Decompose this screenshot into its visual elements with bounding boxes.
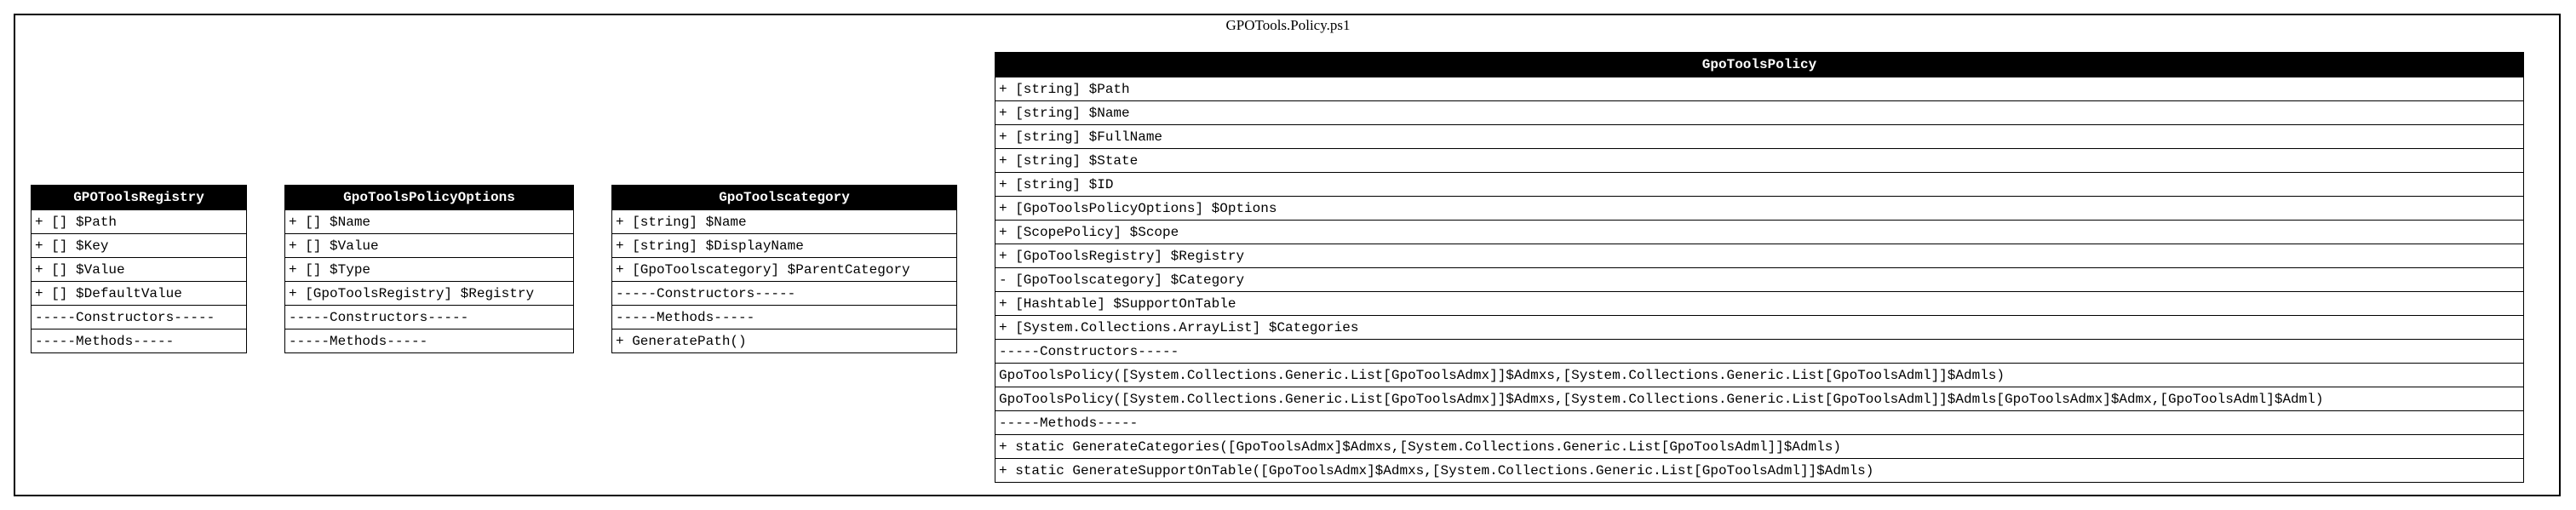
class-member: + [string] $Path bbox=[995, 77, 2523, 100]
class-separator: -----Constructors----- bbox=[285, 305, 573, 329]
class-separator: -----Constructors----- bbox=[995, 339, 2523, 363]
class-separator: -----Methods----- bbox=[285, 329, 573, 352]
class-box-gpotoolspolicy: GpoToolsPolicy + [string] $Path + [strin… bbox=[995, 52, 2524, 483]
class-separator: -----Constructors----- bbox=[32, 305, 246, 329]
class-constructor: GpoToolsPolicy([System.Collections.Gener… bbox=[995, 363, 2523, 387]
class-member: + [] $Value bbox=[32, 257, 246, 281]
class-member: + GeneratePath() bbox=[612, 329, 956, 352]
class-box-gpotoolscategory: GpoToolscategory + [string] $Name + [str… bbox=[611, 185, 957, 353]
class-member: + [] $Key bbox=[32, 233, 246, 257]
diagram-frame bbox=[14, 14, 2561, 496]
class-member: + [] $DefaultValue bbox=[32, 281, 246, 305]
class-box-gpotoolspolicyoptions: GpoToolsPolicyOptions + [] $Name + [] $V… bbox=[284, 185, 574, 353]
class-member: + [GpoToolsRegistry] $Registry bbox=[995, 244, 2523, 267]
class-member: + [string] $Name bbox=[995, 100, 2523, 124]
class-name: GPOToolsRegistry bbox=[32, 186, 246, 209]
class-member: + [string] $FullName bbox=[995, 124, 2523, 148]
class-constructor: GpoToolsPolicy([System.Collections.Gener… bbox=[995, 387, 2523, 410]
class-member: + [] $Name bbox=[285, 209, 573, 233]
class-member: + [Hashtable] $SupportOnTable bbox=[995, 291, 2523, 315]
class-separator: -----Methods----- bbox=[995, 410, 2523, 434]
class-member: + [GpoToolsRegistry] $Registry bbox=[285, 281, 573, 305]
class-method: + static GenerateSupportOnTable([GpoTool… bbox=[995, 458, 2523, 482]
class-member: - [GpoToolscategory] $Category bbox=[995, 267, 2523, 291]
class-member: + [string] $ID bbox=[995, 172, 2523, 196]
class-separator: -----Methods----- bbox=[612, 305, 956, 329]
class-member: + [string] $DisplayName bbox=[612, 233, 956, 257]
class-name: GpoToolscategory bbox=[612, 186, 956, 209]
class-member: + [] $Type bbox=[285, 257, 573, 281]
class-method: + static GenerateCategories([GpoToolsAdm… bbox=[995, 434, 2523, 458]
class-name: GpoToolsPolicyOptions bbox=[285, 186, 573, 209]
class-box-gpotoolsregistry: GPOToolsRegistry + [] $Path + [] $Key + … bbox=[31, 185, 247, 353]
class-member: + [ScopePolicy] $Scope bbox=[995, 220, 2523, 244]
class-separator: -----Methods----- bbox=[32, 329, 246, 352]
class-member: + [GpoToolsPolicyOptions] $Options bbox=[995, 196, 2523, 220]
class-member: + [string] $State bbox=[995, 148, 2523, 172]
class-member: + [GpoToolscategory] $ParentCategory bbox=[612, 257, 956, 281]
diagram-title: GPOTools.Policy.ps1 bbox=[1225, 17, 1351, 33]
class-separator: -----Constructors----- bbox=[612, 281, 956, 305]
class-member: + [] $Value bbox=[285, 233, 573, 257]
class-member: + [System.Collections.ArrayList] $Catego… bbox=[995, 315, 2523, 339]
class-member: + [string] $Name bbox=[612, 209, 956, 233]
class-name: GpoToolsPolicy bbox=[995, 53, 2523, 77]
class-member: + [] $Path bbox=[32, 209, 246, 233]
